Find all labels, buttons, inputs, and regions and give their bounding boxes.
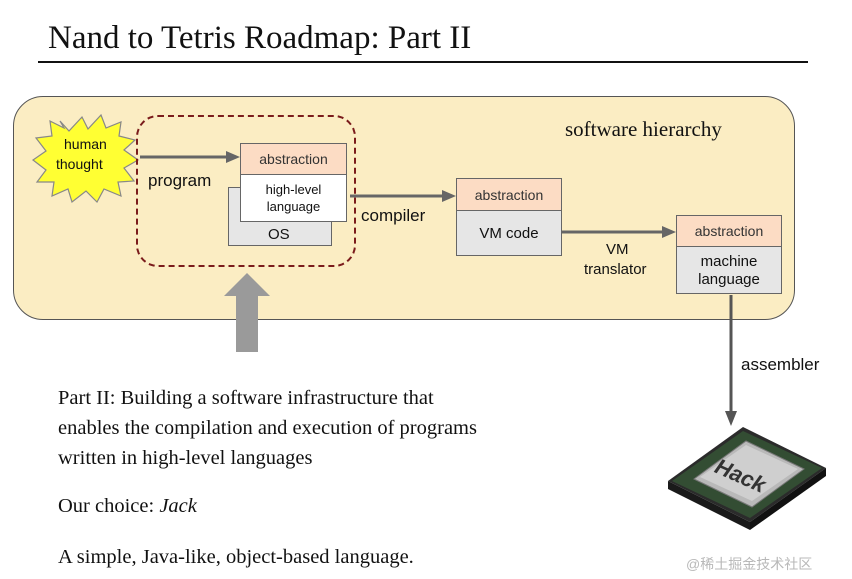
vm-translator-line2: translator	[584, 261, 647, 278]
machine-language-box: machine language	[676, 246, 782, 294]
human-thought-burst	[31, 113, 140, 204]
slide-title: Nand to Tetris Roadmap: Part II	[48, 20, 472, 56]
machine-language-line1: machine	[700, 253, 758, 270]
ml-abstraction-box: abstraction	[676, 215, 782, 247]
vm-translator-line1: VM	[606, 241, 629, 258]
program-dashed-group	[136, 115, 356, 267]
description-line3: written in high-level languages	[58, 447, 313, 469]
vm-code-box: VM code	[456, 210, 562, 256]
software-hierarchy-label: software hierarchy	[565, 117, 722, 141]
program-label: program	[148, 171, 212, 190]
big-up-arrow	[224, 273, 270, 352]
our-choice-value: Jack	[159, 495, 197, 517]
human-thought-line1: human	[64, 136, 107, 152]
description-line2: enables the compilation and execution of…	[58, 417, 477, 439]
description-line1: Part II: Building a software infrastruct…	[58, 387, 434, 409]
our-choice-prefix: Our choice:	[58, 495, 160, 517]
part2-description: Part II: Building a software infrastruct…	[58, 383, 477, 473]
our-choice: Our choice: Jack	[58, 491, 197, 521]
language-summary: A simple, Java-like, object-based langua…	[58, 546, 414, 568]
vm-abstraction-box: abstraction	[456, 178, 562, 211]
hl-language-line1: high-level	[265, 182, 322, 197]
assembler-label: assembler	[741, 355, 820, 374]
hack-chip	[668, 427, 826, 530]
hl-language-line2: language	[266, 199, 321, 214]
title-rule	[38, 61, 808, 63]
os-label: OS	[268, 226, 290, 243]
hl-abstraction-box: abstraction	[240, 143, 347, 175]
compiler-label: compiler	[361, 206, 426, 225]
watermark: @稀土掘金技术社区	[686, 556, 813, 572]
human-thought-line2: thought	[56, 156, 103, 172]
hl-language-box: high-level language	[240, 174, 347, 222]
machine-language-line2: language	[698, 271, 760, 288]
